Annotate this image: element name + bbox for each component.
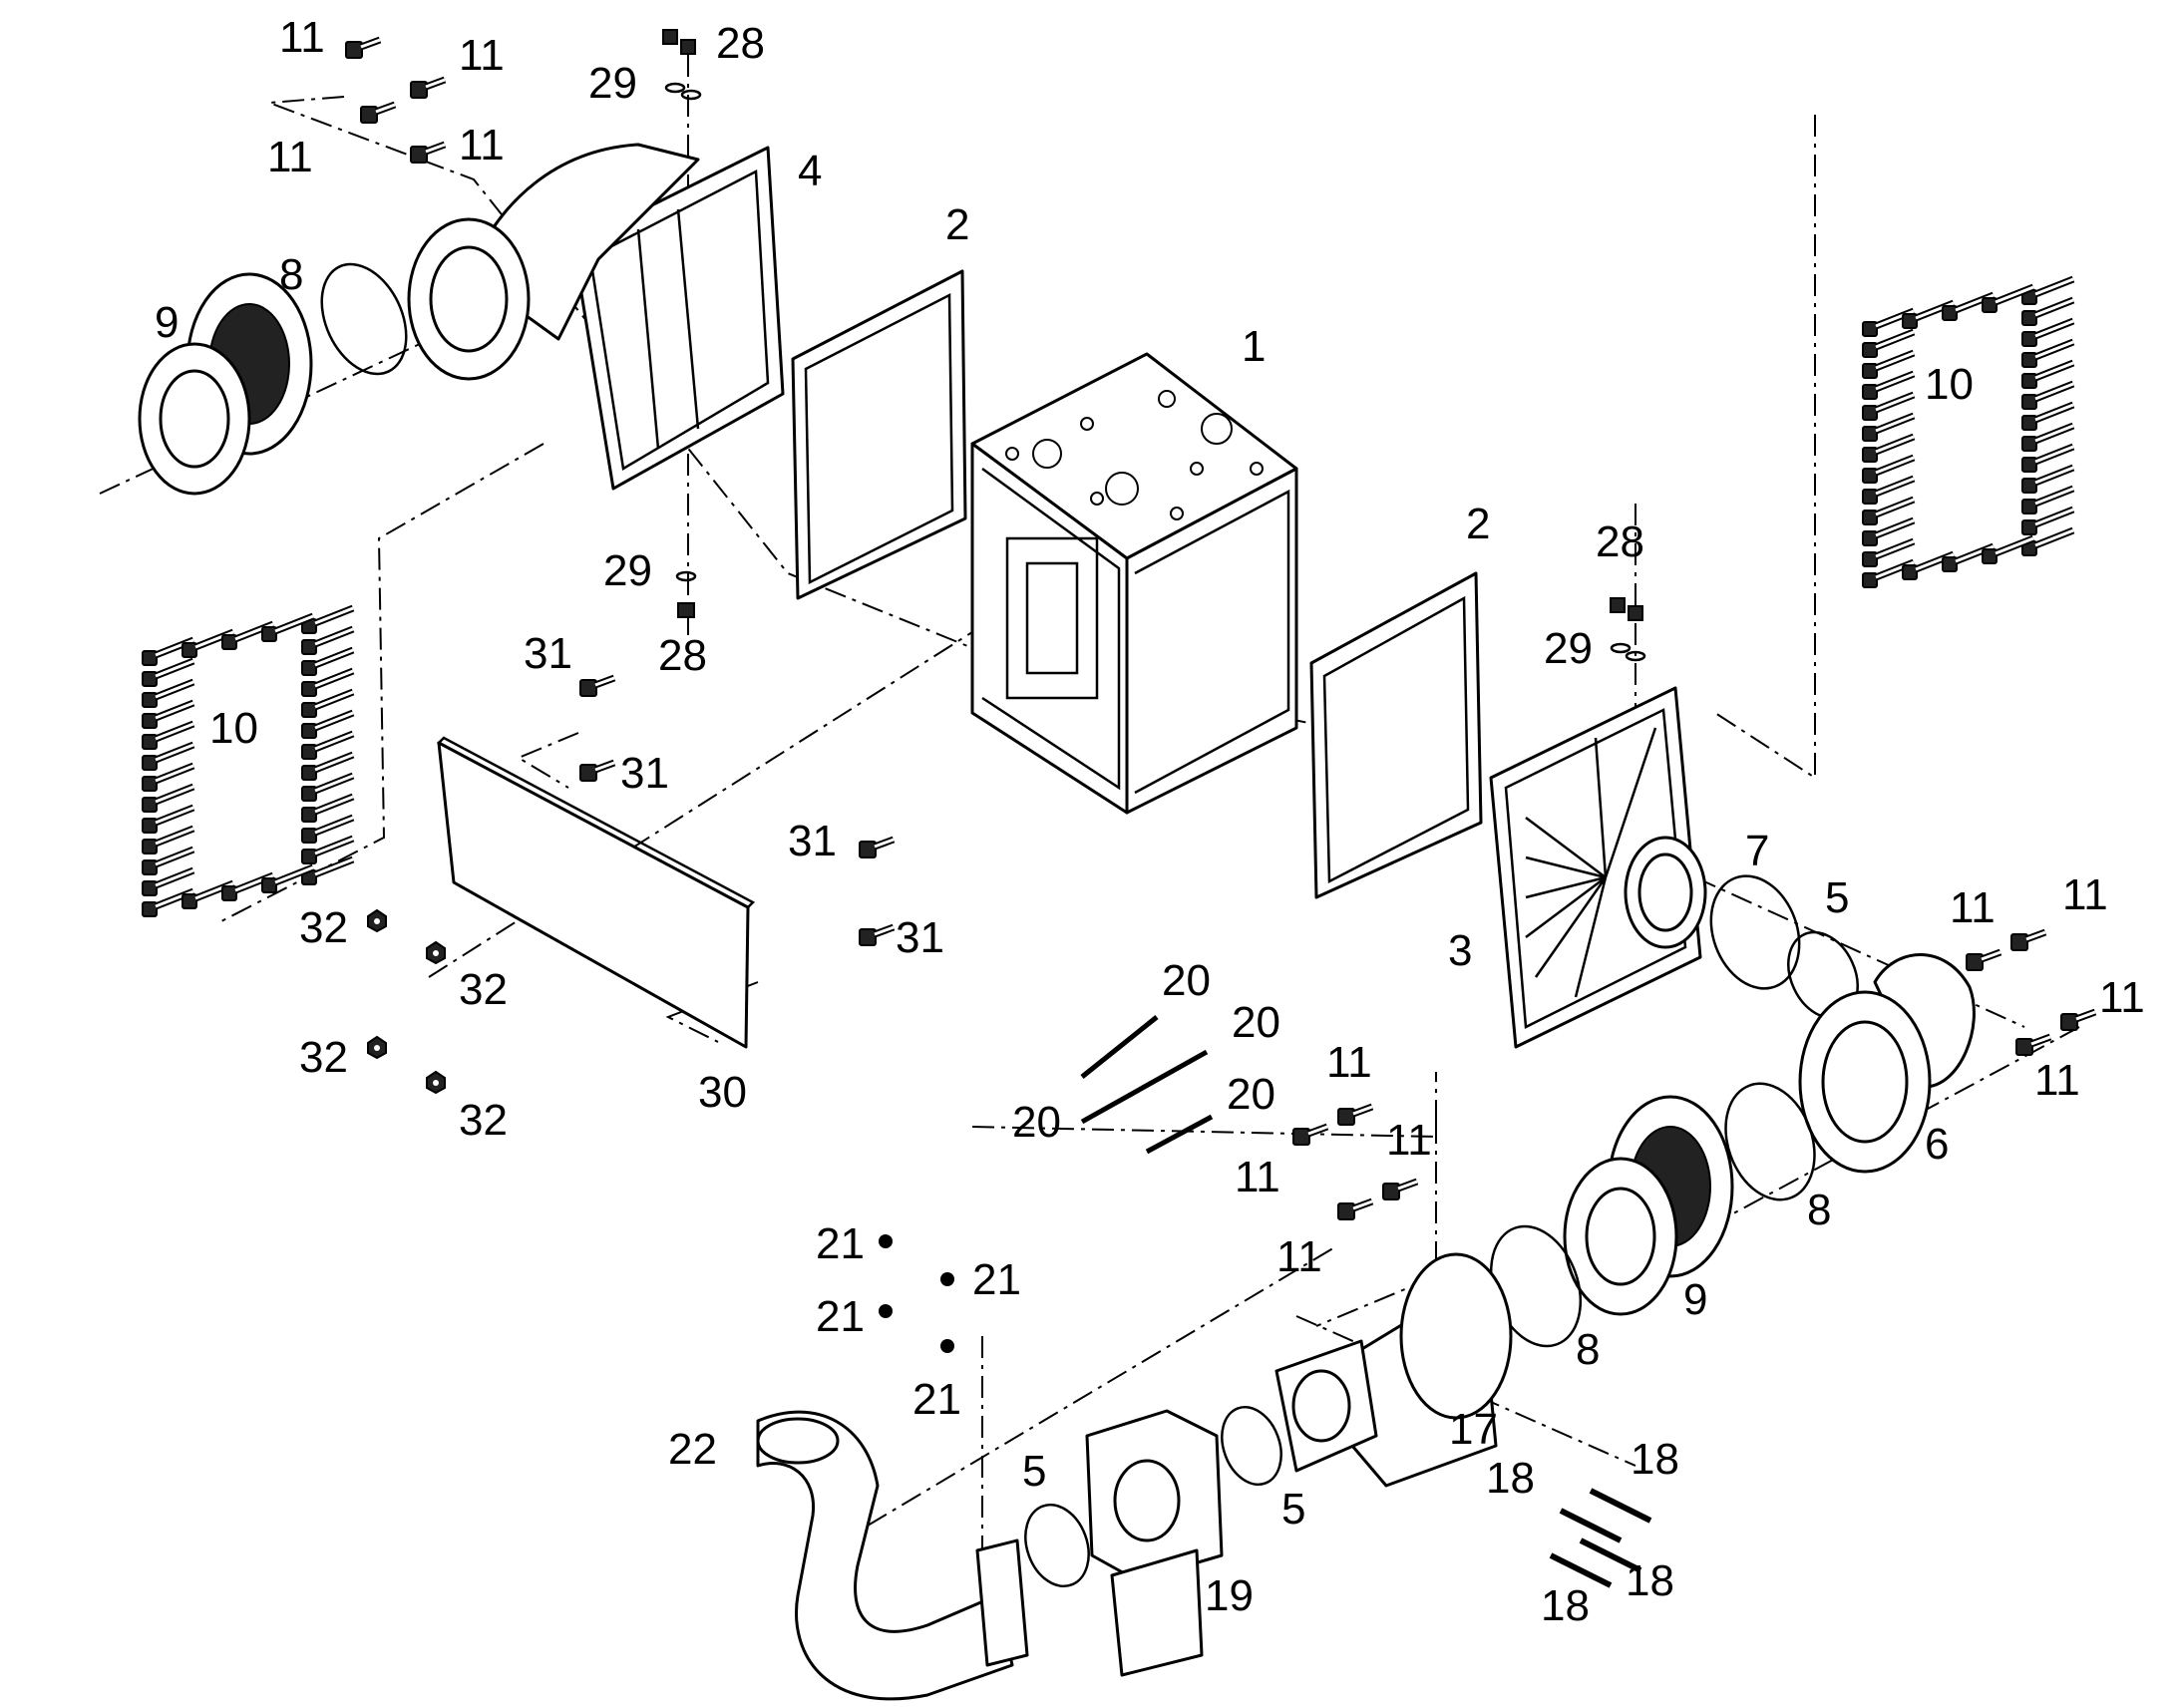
bellows-adapter-lower <box>1563 1095 1734 1316</box>
callout-label: 21 <box>816 1219 865 1268</box>
callout-label: 22 <box>668 1425 717 1474</box>
callout-label: 11 <box>2099 973 2145 1022</box>
callout-label: 32 <box>459 1096 508 1145</box>
callout-label: 28 <box>1596 517 1644 566</box>
callout-label: 8 <box>1576 1325 1600 1374</box>
callout-label: 18 <box>1486 1454 1535 1503</box>
callout-label: 20 <box>1162 956 1211 1005</box>
callout-label: 9 <box>155 298 179 347</box>
callout-label: 19 <box>1205 1571 1254 1620</box>
callout-label: 1 <box>1242 322 1266 371</box>
callout-label: 7 <box>1745 827 1769 875</box>
callout-label: 31 <box>524 629 572 678</box>
bolts-18 <box>1549 1488 1652 1588</box>
callout-label: 31 <box>620 749 669 798</box>
callout-label: 21 <box>912 1375 961 1424</box>
construction-lines <box>99 55 2080 1665</box>
callout-label: 32 <box>299 1033 348 1082</box>
callout-label: 18 <box>1626 1556 1674 1605</box>
callout-label: 30 <box>698 1068 747 1117</box>
callout-label: 11 <box>279 13 325 62</box>
o-ring-8-right <box>1724 1082 1816 1201</box>
callout-label: 11 <box>1276 1232 1322 1281</box>
callout-label: 10 <box>209 704 258 753</box>
callout-label: 11 <box>2034 1056 2080 1105</box>
callout-label: 32 <box>299 903 348 952</box>
callout-label: 10 <box>1925 360 1974 409</box>
callout-labels: 11 11 11 11 29 28 4 2 9 8 1 10 2 28 29 2… <box>155 13 2145 1630</box>
outlet-ribbed-housing <box>1489 686 1707 1049</box>
callout-label: 29 <box>588 59 637 108</box>
callout-label: 6 <box>1925 1120 1949 1169</box>
callout-label: 28 <box>658 631 707 680</box>
inlet-elbow-housing <box>407 143 785 491</box>
callout-label: 31 <box>896 913 944 962</box>
balls-21 <box>879 1234 954 1353</box>
callout-label: 8 <box>1807 1186 1831 1234</box>
studs-20 <box>1080 1015 1214 1155</box>
callout-label: 29 <box>1544 624 1593 673</box>
callout-label: 2 <box>945 200 969 249</box>
callout-label: 20 <box>1227 1070 1275 1119</box>
callout-label: 17 <box>1449 1405 1498 1454</box>
callout-label: 21 <box>972 1255 1021 1304</box>
callout-label: 18 <box>1631 1435 1679 1484</box>
callout-label: 4 <box>798 147 822 195</box>
callout-label: 11 <box>459 121 505 170</box>
callout-label: 32 <box>459 965 508 1014</box>
callout-label: 5 <box>1825 873 1849 922</box>
central-housing <box>970 352 1298 815</box>
callout-label: 3 <box>1448 926 1472 975</box>
housing-holes <box>1005 390 1264 520</box>
callout-label: 11 <box>1950 883 1996 932</box>
callout-label: 20 <box>1012 1098 1061 1147</box>
bolt-set-left <box>143 608 353 916</box>
elbow-pipe <box>756 1410 1029 1701</box>
callout-label: 28 <box>716 19 765 68</box>
callout-label: 11 <box>2062 870 2108 919</box>
callout-label: 11 <box>1386 1116 1432 1165</box>
throttle-valve <box>1085 1409 1224 1677</box>
nuts-32 <box>367 909 446 1094</box>
v-band-clamp <box>1709 874 1801 990</box>
plugs-and-washers <box>662 29 1646 662</box>
bellows-adapter-upper <box>138 272 313 496</box>
callout-label: 20 <box>1232 998 1280 1047</box>
adapter-flange <box>1798 953 1976 1174</box>
callout-label: 11 <box>459 31 505 80</box>
callout-label: 11 <box>1235 1153 1280 1201</box>
cover-plate <box>436 736 756 1049</box>
intermediate-pipe <box>1274 1252 1513 1488</box>
callout-label: 11 <box>267 133 313 181</box>
o-ring-5-middle <box>1221 1405 1282 1487</box>
callout-label: 18 <box>1541 1581 1590 1630</box>
callout-label: 29 <box>603 546 652 595</box>
gasket-left <box>791 269 967 600</box>
callout-label: 5 <box>1281 1485 1305 1534</box>
gasket-right <box>1309 571 1483 899</box>
callout-label: 21 <box>816 1292 865 1341</box>
callout-label: 5 <box>1022 1447 1046 1496</box>
o-ring-upper <box>320 262 408 376</box>
callout-label: 11 <box>1326 1038 1372 1087</box>
bolt-set-right <box>1863 279 2073 587</box>
callout-label: 2 <box>1466 500 1490 548</box>
callout-label: 31 <box>788 817 837 865</box>
callout-label: 8 <box>279 250 303 299</box>
callout-label: 9 <box>1683 1275 1707 1324</box>
o-ring-5-lower <box>1024 1503 1090 1588</box>
